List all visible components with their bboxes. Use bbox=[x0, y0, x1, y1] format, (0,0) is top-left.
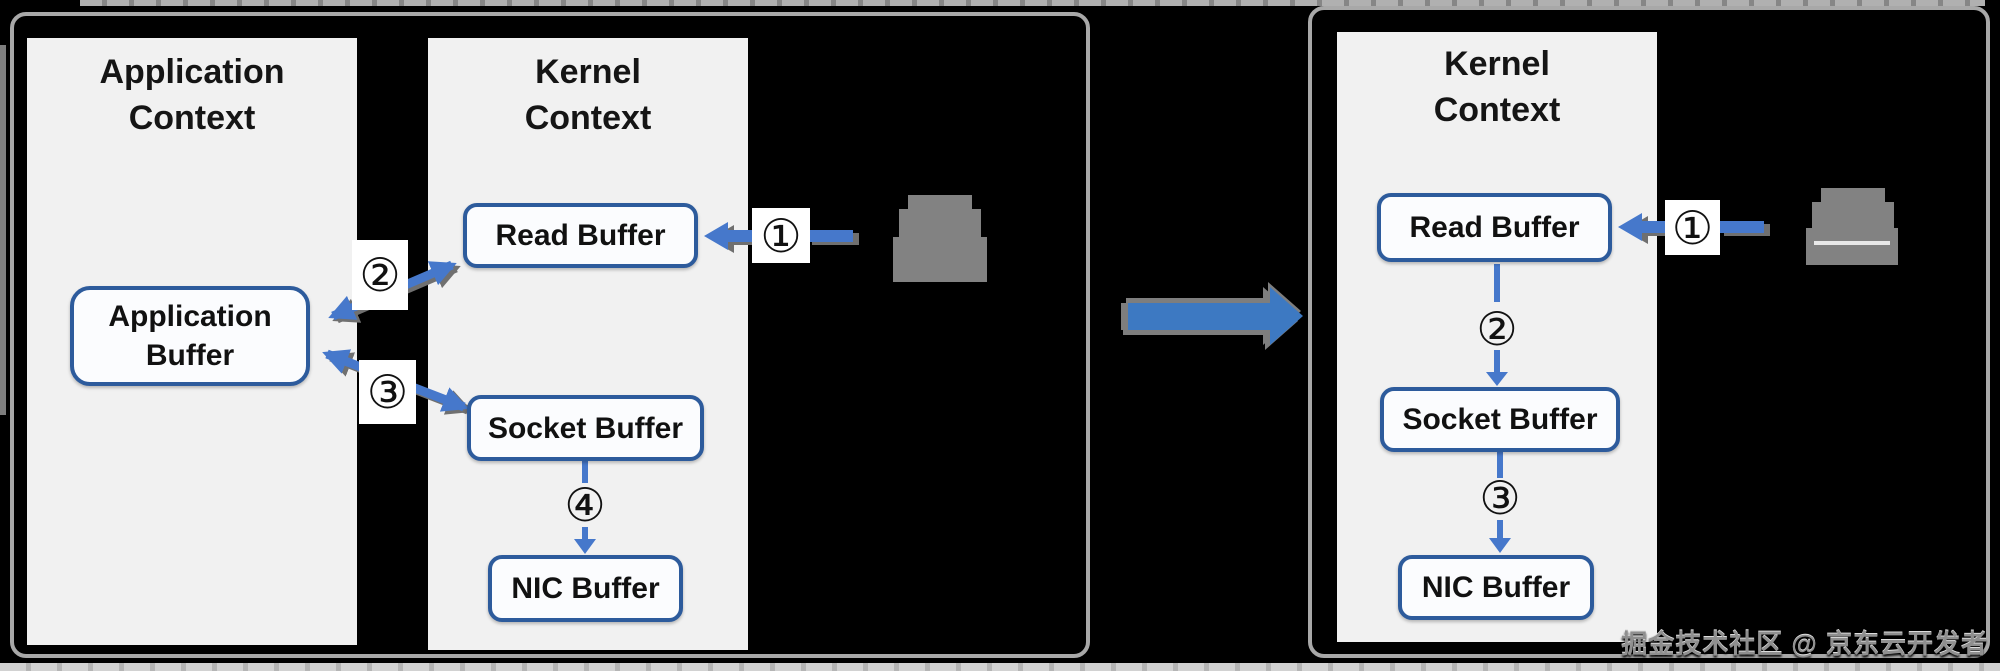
step1-arrow-left-segment bbox=[704, 222, 853, 250]
screen-edge-bottom bbox=[0, 663, 2000, 671]
kernel-context-title: Kernel Context bbox=[524, 53, 652, 137]
step1-arrow-right-segment bbox=[1618, 213, 1764, 241]
read-buffer-box: Read Buffer bbox=[1377, 193, 1612, 262]
step3-arrow-right bbox=[1489, 452, 1511, 553]
step-2-number: ② bbox=[1476, 303, 1518, 355]
step-1-number: ① bbox=[1671, 201, 1714, 254]
step2-arrow-right bbox=[1486, 264, 1508, 386]
step-3-number: ③ bbox=[366, 366, 409, 418]
application-buffer-box: Application Buffer bbox=[70, 286, 310, 386]
step-1-badge: ① bbox=[1665, 200, 1720, 255]
hard-disk-icon bbox=[1806, 188, 1898, 265]
socket-buffer-box: Socket Buffer bbox=[467, 395, 704, 461]
screen-edge-left bbox=[0, 45, 6, 415]
step4-arrow bbox=[574, 461, 596, 554]
step-1-badge: ① bbox=[752, 208, 810, 263]
application-context-title: Application Context bbox=[99, 53, 285, 137]
socket-buffer-box: Socket Buffer bbox=[1380, 387, 1620, 452]
step-2-badge: ② bbox=[352, 240, 408, 310]
nic-buffer-box: NIC Buffer bbox=[1398, 555, 1594, 620]
nic-buffer-box: NIC Buffer bbox=[488, 555, 683, 622]
right-arrow-icon bbox=[1128, 287, 1303, 345]
screen-edge-top bbox=[80, 0, 1985, 6]
read-buffer-box: Read Buffer bbox=[463, 203, 698, 268]
step-2-number: ② bbox=[359, 249, 401, 301]
step-3-number: ③ bbox=[1479, 472, 1521, 524]
traditional-io-panel bbox=[10, 12, 1090, 658]
kernel-context-title: Kernel Context bbox=[1433, 45, 1561, 129]
watermark: 掘金技术社区 @ 京东云开发者 bbox=[1621, 629, 1988, 659]
hard-disk-icon bbox=[893, 195, 987, 282]
step-1-number: ① bbox=[760, 209, 802, 262]
sendfile-io-panel bbox=[1308, 6, 1990, 658]
step-3-badge: ③ bbox=[359, 360, 416, 424]
step-4-number: ④ bbox=[564, 479, 606, 531]
